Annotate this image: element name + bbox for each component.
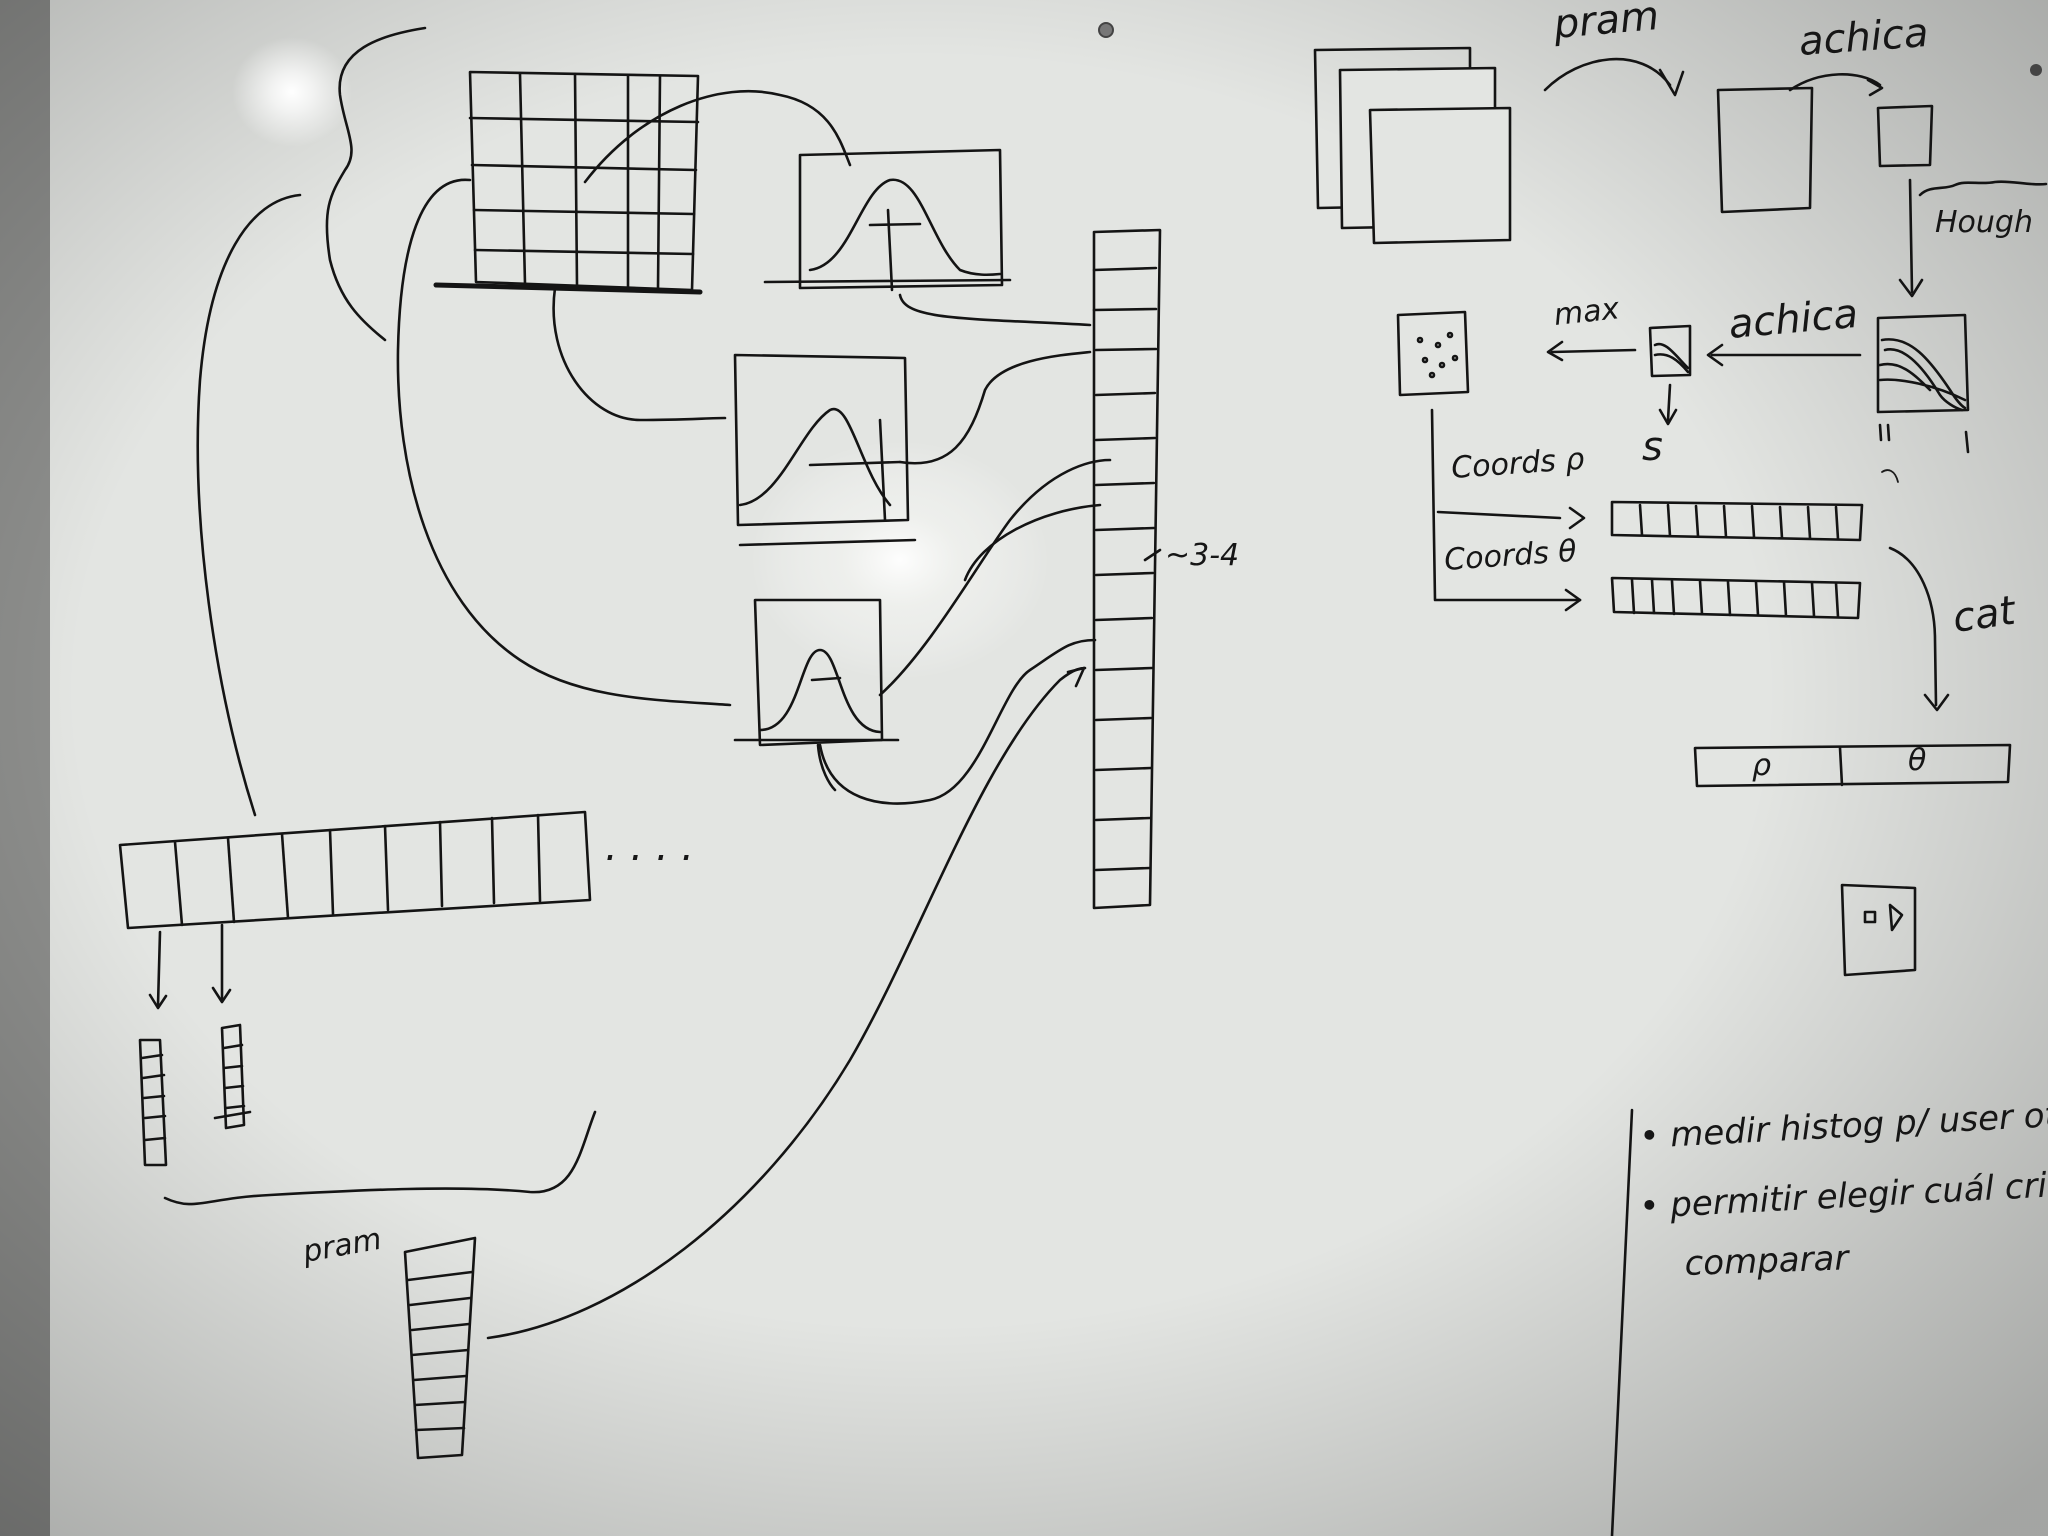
light-glare-center [750, 440, 1050, 680]
ellipsis-dots: . . . . [605, 824, 694, 870]
s-label: s [1642, 424, 1663, 470]
hough-label: Hough [1935, 205, 2033, 240]
light-glare-top [232, 37, 352, 147]
achica-top-label: achica [1797, 10, 1929, 65]
board-screw-right [2030, 64, 2042, 76]
board-screw [1099, 23, 1113, 37]
max-label: max [1552, 291, 1621, 333]
concat-rho-label: ρ [1752, 748, 1771, 783]
concat-theta-label: θ [1908, 743, 1926, 778]
stacked-frames [1315, 48, 1510, 243]
range-label: ~3-4 [1165, 538, 1239, 573]
note-line-3: comparar [1684, 1238, 1851, 1284]
cat-label: cat [1950, 588, 2019, 642]
